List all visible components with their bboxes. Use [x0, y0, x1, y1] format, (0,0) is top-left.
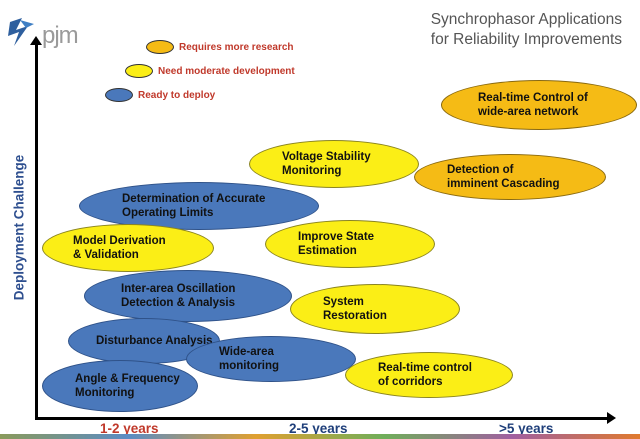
node-label: Model Derivation & Validation [73, 235, 166, 261]
node-label: Voltage Stability Monitoring [282, 151, 371, 177]
logo-mark-icon [8, 18, 34, 46]
node-model-derivation-validation: Model Derivation & Validation [42, 224, 214, 272]
node-detection-imminent-cascading: Detection of imminent Cascading [414, 154, 606, 200]
node-angle-frequency-monitoring: Angle & Frequency Monitoring [42, 360, 198, 412]
node-label: Real-time control of corridors [378, 362, 472, 388]
node-system-restoration: System Restoration [290, 284, 460, 334]
node-label: Detection of imminent Cascading [447, 164, 560, 190]
node-label: Improve State Estimation [298, 231, 375, 257]
bottom-color-bar [0, 434, 640, 439]
legend-label-ready: Ready to deploy [138, 89, 216, 101]
node-label: Determination of Accurate Operating Limi… [122, 193, 266, 219]
legend-swatch-research [146, 40, 174, 54]
node-label: Inter-area Oscillation Detection & Analy… [121, 283, 236, 309]
legend-item-research: Requires more research [146, 40, 294, 54]
page-title: Synchrophasor Applications for Reliabili… [322, 10, 622, 50]
node-voltage-stability-monitoring: Voltage Stability Monitoring [249, 140, 419, 188]
legend-item-ready: Ready to deploy [105, 88, 215, 102]
y-axis-line [35, 42, 38, 420]
node-realtime-control-corridors: Real-time control of corridors [345, 352, 513, 398]
node-improve-state-estimation: Improve State Estimation [265, 220, 435, 268]
node-realtime-control-wide-area: Real-time Control of wide-area network [441, 80, 637, 130]
node-label: Wide-area monitoring [219, 346, 280, 372]
logo-text: pjm [42, 22, 79, 49]
node-wide-area-monitoring: Wide-area monitoring [186, 336, 356, 382]
legend-swatch-ready [105, 88, 133, 102]
title-line-1: Synchrophasor Applications [430, 11, 622, 28]
legend-label-research: Requires more research [179, 41, 294, 53]
x-tick-1-2-years: 1-2 years [100, 421, 159, 436]
legend-swatch-moderate [125, 64, 153, 78]
node-label: Disturbance Analysis [96, 335, 213, 347]
x-axis-arrow-icon [607, 412, 616, 424]
x-axis-line [35, 417, 609, 420]
x-tick-2-5-years: 2-5 years [289, 421, 348, 436]
y-axis-label: Deployment Challenge [11, 154, 27, 301]
node-label: Real-time Control of wide-area network [478, 92, 588, 118]
y-axis-arrow-icon [30, 36, 42, 45]
x-tick-5-plus-years: >5 years [499, 421, 554, 436]
node-label: System Restoration [323, 296, 387, 322]
node-determination-operating-limits: Determination of Accurate Operating Limi… [79, 182, 319, 230]
title-line-2: for Reliability Improvements [430, 31, 622, 48]
legend-label-moderate: Need moderate development [158, 65, 295, 77]
node-label: Angle & Frequency Monitoring [75, 373, 180, 399]
node-inter-area-oscillation: Inter-area Oscillation Detection & Analy… [84, 270, 292, 322]
pjm-logo: pjm [6, 16, 116, 49]
legend-item-moderate: Need moderate development [125, 64, 295, 78]
